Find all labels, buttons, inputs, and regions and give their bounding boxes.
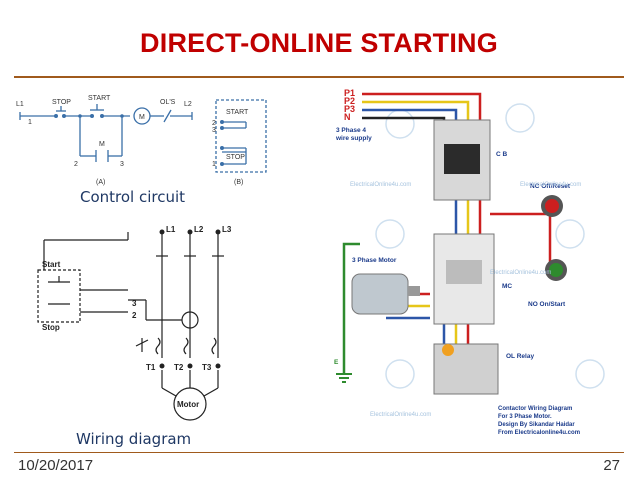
wiring-t1-label: T1 <box>146 363 156 372</box>
watermark-4: ElectricalOnline4u.com <box>370 412 431 418</box>
wiring-l1-label: L1 <box>166 225 176 234</box>
earth-label: E <box>334 359 339 366</box>
credit-line-1: Contactor Wiring Diagram <box>498 406 572 412</box>
credit-line-4: From Electricalonline4u.com <box>498 430 580 436</box>
page-number: 27 <box>603 457 620 474</box>
mc-label: MC <box>502 283 512 290</box>
credit-line-3: Design By Sikandar Haidar <box>498 422 575 428</box>
start-label: START <box>88 95 111 102</box>
wiring-motor-label: Motor <box>177 400 199 409</box>
wiring-stop-label: Stop <box>42 323 60 332</box>
slide-title: DIRECT-ONLINE STARTING <box>140 28 498 58</box>
p3-label: P3 <box>344 104 355 114</box>
aux-contact-label: M <box>99 141 105 148</box>
diagram-a-label: (A) <box>96 179 105 186</box>
p1-label: P1 <box>344 88 355 98</box>
watermark-1: ElectricalOnline4u.com <box>350 182 411 188</box>
supply-line-1: 3 Phase 4 <box>336 127 366 134</box>
diagram-b-label: (B) <box>234 179 243 186</box>
wiring-diagram: L1 L2 L3 Start Stop 3 2 T1 T2 T3 Motor <box>37 225 232 421</box>
node-2-label: 2 <box>74 161 78 168</box>
control-circuit-diagram: L1 1 STOP START M OL'S L2 M 2 3 (A) STAR… <box>16 95 267 186</box>
watermark-2: ElectricalOnline4u.com <box>520 182 581 188</box>
wiring-t3-label: T3 <box>202 363 212 372</box>
b-stop-label: STOP <box>226 154 245 161</box>
node-3-label: 3 <box>120 161 124 168</box>
wiring-node-3-label: 3 <box>132 299 137 308</box>
b-start-label: START <box>226 109 249 116</box>
motor-label: 3 Phase Motor <box>352 257 397 264</box>
node-1-label: 1 <box>28 119 32 126</box>
nc-label: NC Off/Reset <box>530 183 571 190</box>
n-label: N <box>344 112 351 122</box>
label-l1: L1 <box>16 101 24 108</box>
wiring-l3-label: L3 <box>222 225 232 234</box>
ol-label: OL Relay <box>506 353 534 360</box>
wiring-start-label: Start <box>42 260 61 269</box>
supply-line-2: wire supply <box>335 135 372 142</box>
b-node-1-label: 1 <box>212 161 216 168</box>
cb-label: C B <box>496 151 508 158</box>
footer-date: 10/20/2017 <box>18 457 94 474</box>
ols-label: OL'S <box>160 99 176 106</box>
wiring-node-2-label: 2 <box>132 311 137 320</box>
control-circuit-caption: Control circuit <box>80 188 186 206</box>
watermark-3: ElectricalOnline4u.com <box>490 270 551 276</box>
wiring-t2-label: T2 <box>174 363 184 372</box>
b-node-2-label: 2 <box>212 120 216 127</box>
no-label: NO On/Start <box>528 301 566 308</box>
footer-divider <box>14 452 624 453</box>
contactor-wiring-illustration: P1 P2 P3 N 3 Phase 4 wire supply C B NC … <box>334 88 605 436</box>
credit-line-2: For 3 Phase Motor. <box>498 414 552 420</box>
b-node-3-label: 3 <box>212 127 216 134</box>
p2-label: P2 <box>344 96 355 106</box>
motor-coil-label: M <box>139 114 145 121</box>
title-divider <box>14 76 624 78</box>
label-l2: L2 <box>184 101 192 108</box>
stop-label: STOP <box>52 99 71 106</box>
wiring-l2-label: L2 <box>194 225 204 234</box>
wiring-diagram-caption: Wiring diagram <box>76 430 192 448</box>
